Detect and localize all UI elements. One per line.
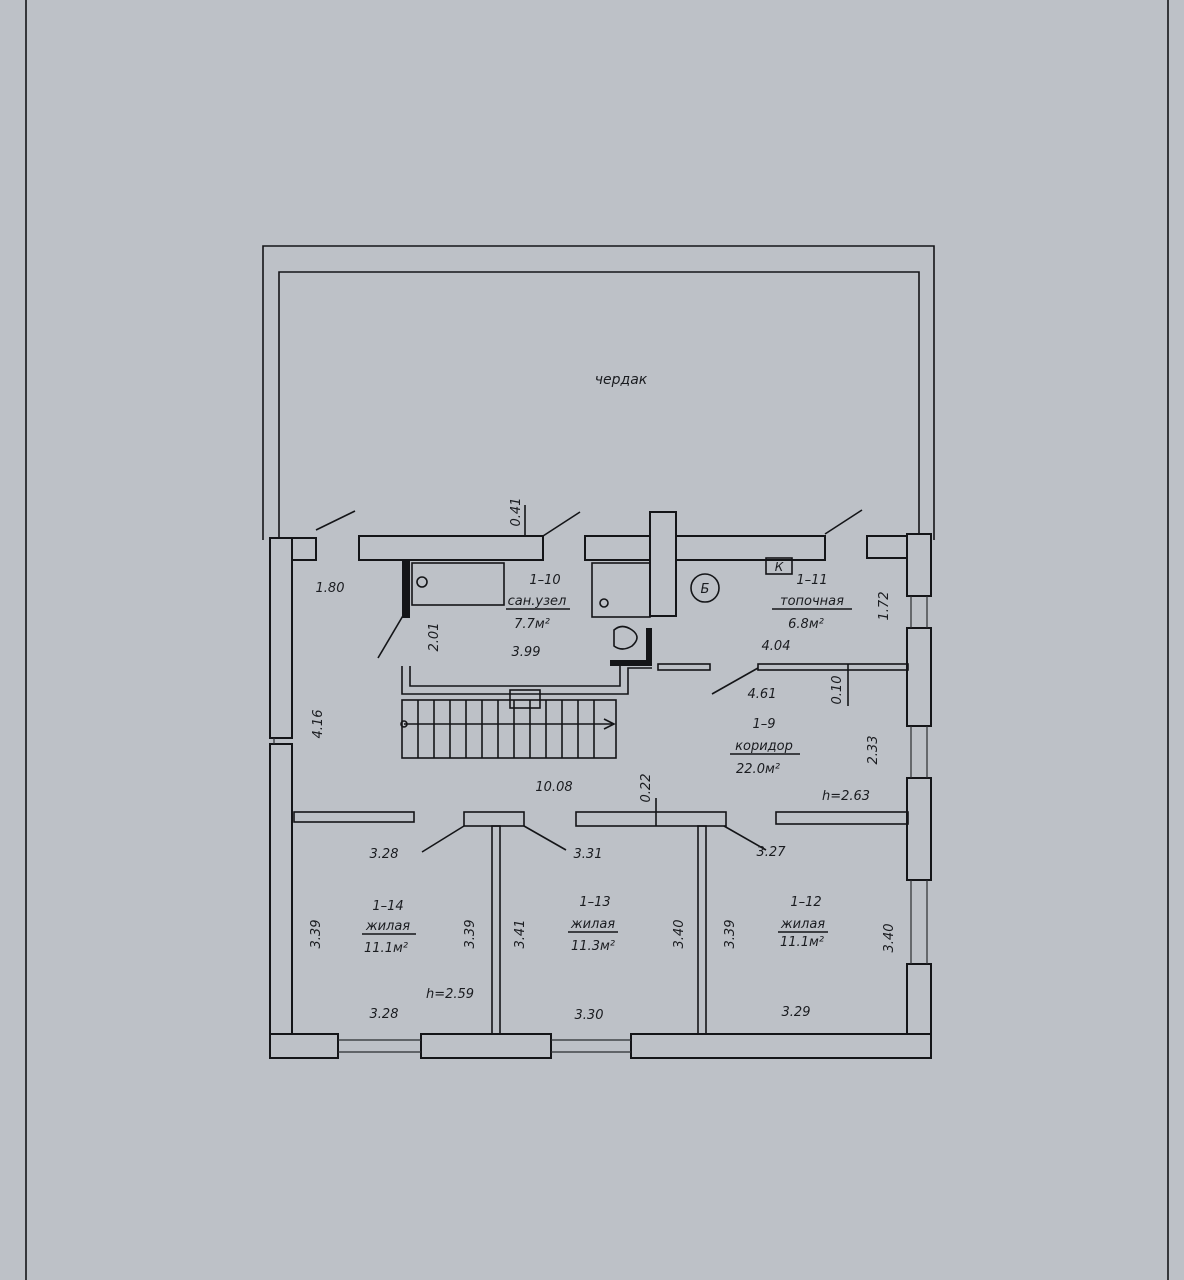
dim-327: 3.27 bbox=[757, 845, 787, 860]
boiler-top-wall bbox=[584, 535, 826, 561]
bathtub-drain bbox=[416, 576, 428, 588]
room14-area: 11.1м² bbox=[364, 941, 408, 956]
exterior-wall-bottom-3 bbox=[630, 1033, 932, 1059]
dim-041: 0.41 bbox=[509, 498, 524, 527]
wall-stub-left bbox=[291, 537, 317, 561]
room12-id: 1–12 bbox=[790, 895, 821, 910]
dim-339a: 3.39 bbox=[309, 920, 324, 949]
boiler-door-swing bbox=[711, 667, 759, 695]
dim-328a: 3.28 bbox=[370, 847, 399, 862]
labels: чердак 1–10 сан.узел 7.7м² 1–11 топочная… bbox=[309, 372, 897, 1023]
bath-partition-stub bbox=[657, 663, 711, 671]
dim-180: 1.80 bbox=[316, 581, 345, 596]
dim-330: 3.30 bbox=[575, 1008, 604, 1023]
room13-door-swing bbox=[523, 825, 567, 851]
dim-461: 4.61 bbox=[748, 687, 777, 702]
boiler-name: топочная bbox=[780, 594, 844, 609]
boiler-partition bbox=[757, 663, 909, 671]
dim-404: 4.04 bbox=[762, 639, 791, 654]
wall-stub-right bbox=[866, 535, 908, 559]
door-swing-attic-right bbox=[824, 509, 863, 535]
sink bbox=[591, 562, 651, 618]
dim-341: 3.41 bbox=[513, 920, 528, 949]
room13-name: жилая bbox=[570, 917, 615, 932]
dim-331: 3.31 bbox=[574, 847, 603, 862]
dim-399: 3.99 bbox=[512, 645, 541, 660]
floor-plan bbox=[262, 245, 935, 1059]
bath-wall-left bbox=[402, 560, 410, 618]
toilet bbox=[613, 625, 638, 650]
corridor-height: h=2.63 bbox=[822, 789, 870, 804]
room14-id: 1–14 bbox=[372, 899, 403, 914]
axis-marker-label: Б bbox=[701, 582, 710, 597]
dim-022: 0.22 bbox=[639, 774, 654, 803]
sink-drain bbox=[599, 598, 609, 608]
room12-top-wall bbox=[775, 811, 909, 825]
dim-1008: 10.08 bbox=[535, 780, 572, 795]
door-swing-attic-mid bbox=[542, 511, 581, 537]
bathtub bbox=[411, 562, 505, 606]
wall-14-13 bbox=[491, 825, 501, 1035]
exterior-wall-right-2 bbox=[906, 627, 932, 727]
dim-201: 2.01 bbox=[427, 623, 442, 652]
dim-416: 4.16 bbox=[311, 710, 326, 739]
exterior-wall-bottom-2 bbox=[420, 1033, 552, 1059]
exterior-wall-right-1 bbox=[906, 533, 932, 597]
staircase bbox=[400, 666, 652, 759]
room14-name: жилая bbox=[365, 919, 410, 934]
dim-339c: 3.39 bbox=[723, 920, 738, 949]
dim-340b: 3.40 bbox=[882, 924, 897, 953]
boiler-id: 1–11 bbox=[796, 573, 827, 588]
corridor-id: 1–9 bbox=[752, 717, 775, 732]
corridor-area: 22.0м² bbox=[736, 762, 780, 777]
dim-172: 1.72 bbox=[877, 592, 892, 621]
windows-right bbox=[910, 596, 928, 964]
chimney bbox=[649, 511, 677, 617]
exterior-wall-bottom-1 bbox=[269, 1033, 339, 1059]
attic-name: чердак bbox=[595, 372, 648, 388]
axis-marker-circle bbox=[690, 573, 720, 603]
room14-top-wall bbox=[293, 811, 415, 823]
dim-010: 0.10 bbox=[830, 676, 845, 705]
bath-partition bbox=[610, 628, 652, 666]
room13-id: 1–13 bbox=[579, 895, 610, 910]
dim-233: 2.33 bbox=[866, 736, 881, 765]
room13-area: 11.3м² bbox=[571, 939, 615, 954]
bath-top-wall bbox=[358, 535, 544, 561]
bath-area: 7.7м² bbox=[514, 617, 550, 632]
room14-height: h=2.59 bbox=[426, 987, 474, 1002]
room12-door-swing bbox=[723, 825, 767, 851]
room13-top-wall bbox=[575, 811, 727, 827]
door-swing-attic-left bbox=[315, 510, 356, 531]
wall-13-12 bbox=[697, 825, 707, 1035]
dim-340a: 3.40 bbox=[672, 920, 687, 949]
dim-329: 3.29 bbox=[782, 1005, 811, 1020]
attic-inner-wall bbox=[278, 271, 920, 540]
bath-id: 1–10 bbox=[529, 573, 560, 588]
exterior-wall-right-3 bbox=[906, 777, 932, 881]
bath-name: сан.узел bbox=[508, 594, 567, 609]
attic-outer-wall bbox=[262, 245, 935, 540]
room12-area: 11.1м² bbox=[780, 935, 824, 950]
corridor-name: коридор bbox=[735, 739, 793, 754]
boiler-equipment-box bbox=[765, 557, 793, 575]
boiler-area: 6.8м² bbox=[788, 617, 824, 632]
exterior-wall-left-lower bbox=[269, 743, 293, 1057]
room14-door-swing bbox=[421, 825, 465, 853]
windows-bottom bbox=[338, 1039, 631, 1053]
dim-328b: 3.28 bbox=[370, 1007, 399, 1022]
exterior-wall-left-upper bbox=[269, 537, 293, 739]
room12-name: жилая bbox=[780, 917, 825, 932]
boiler-mark: К bbox=[775, 560, 784, 574]
dim-339b: 3.39 bbox=[463, 920, 478, 949]
bath-door-swing bbox=[377, 613, 405, 659]
